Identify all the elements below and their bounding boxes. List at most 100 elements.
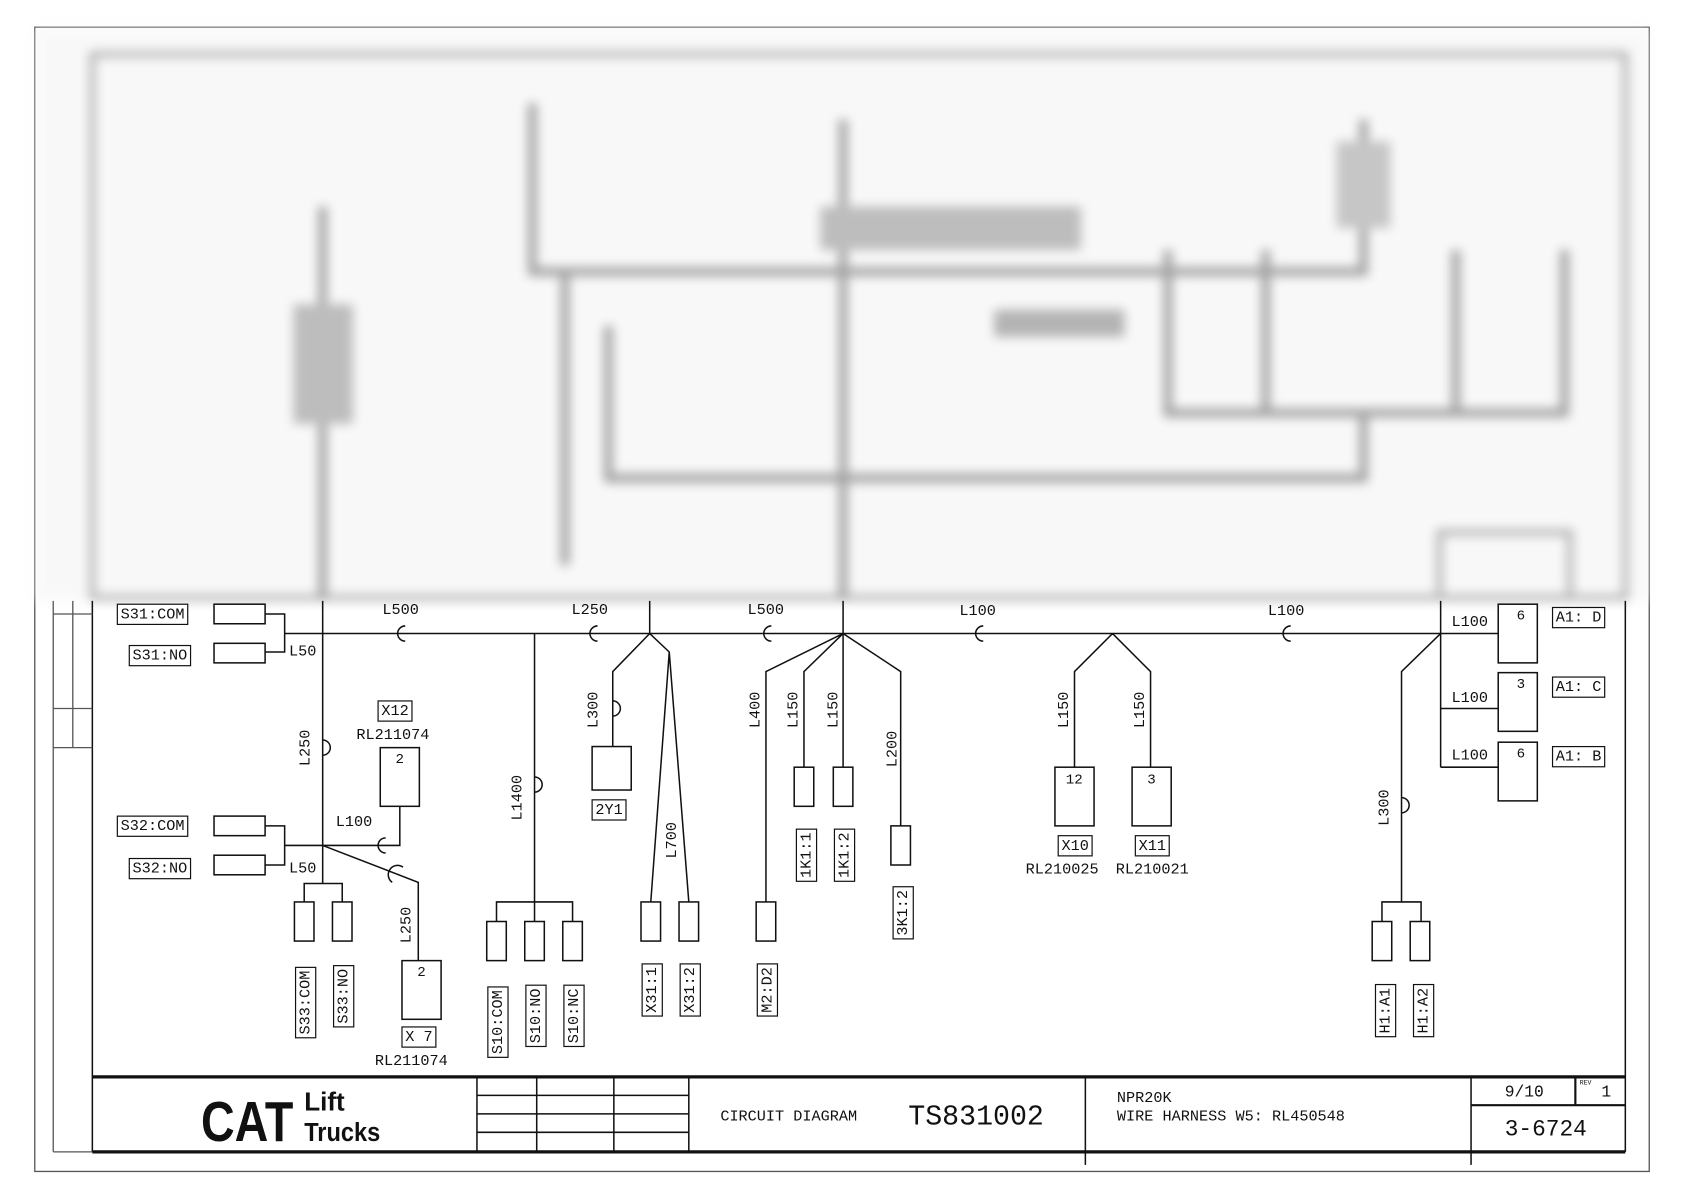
wire-labels: L500 L250 L500 L100 L100 L50 L50 L100 L1… [289, 601, 1488, 943]
label-box [563, 984, 585, 1048]
wire-label: L100 [336, 813, 372, 831]
label-box [401, 1026, 437, 1048]
wire-loop-icon [1401, 796, 1410, 814]
label-x12-part: RL211074 [356, 726, 429, 744]
label-box [332, 965, 355, 1028]
label-x10-part: RL210025 [1026, 861, 1099, 879]
label-x7-part: RL211074 [375, 1052, 448, 1070]
pin-numbers: 2 2 12 3 6 3 6 [395, 608, 1525, 980]
wire-label: L300 [1375, 789, 1393, 826]
pin-x10: 12 [1066, 772, 1083, 788]
wire-loop-icon [534, 776, 543, 793]
wire-label: L50 [289, 860, 316, 878]
label-box [128, 644, 192, 667]
connector-s10-no [523, 920, 546, 962]
connector-labels: S31:COM S31:NO S32:COM S32:NO X12 RL2110… [116, 603, 1606, 1070]
label-box [1551, 606, 1606, 629]
title-block: CAT Lift Trucks CIRCUIT DIAGRAM TS831002… [92, 1075, 1626, 1165]
label-s32-com: S32:COM [121, 817, 185, 835]
wire-label: L200 [883, 731, 901, 768]
wire-loop-icon [387, 864, 404, 884]
cat-lift-trucks-logo: CAT Lift Trucks [201, 1087, 380, 1153]
label-box [1551, 676, 1606, 698]
label-m2-d2: M2:D2 [758, 967, 776, 1013]
blurred-upper-diagram [34, 27, 1650, 601]
logo-line-1: Lift [304, 1087, 345, 1117]
wire-loop-icon [322, 739, 331, 757]
wire-label: L50 [289, 642, 316, 660]
wire-loop-icon [396, 625, 406, 642]
label-box [1134, 835, 1170, 857]
label-x11: X11 [1139, 837, 1166, 855]
label-a1-b: A1: B [1556, 748, 1602, 766]
connector-x31-1 [640, 901, 662, 942]
label-box [591, 799, 627, 821]
label-s31-no: S31:NO [133, 647, 188, 665]
wire-label: L100 [1451, 689, 1487, 707]
harness-description: WIRE HARNESS W5: RL450548 [1117, 1107, 1345, 1125]
wire-loop-icon [589, 625, 598, 642]
label-box [377, 700, 413, 722]
label-box [679, 963, 701, 1017]
wire-label: L100 [1268, 602, 1304, 620]
connector-s31-no [213, 642, 266, 664]
wire-label: L250 [297, 730, 315, 767]
label-x7: X 7 [405, 1028, 432, 1046]
label-s10-nc: S10:NC [565, 988, 583, 1043]
label-box [1057, 835, 1093, 857]
connector-x11 [1131, 766, 1172, 827]
label-box [1551, 745, 1606, 768]
wire-loops [322, 625, 1410, 884]
connector-s10-nc [562, 920, 584, 962]
label-s33-no: S33:NO [335, 969, 353, 1024]
connector-3k1-2 [890, 825, 912, 866]
label-box [833, 828, 856, 882]
label-s31-com: S31:COM [121, 605, 185, 623]
connector-s10-com [485, 920, 508, 962]
pin-x11: 3 [1147, 772, 1155, 788]
wire-label: L400 [746, 692, 764, 729]
document-number: TS831002 [908, 1102, 1044, 1134]
connector-x31-2 [678, 901, 700, 942]
connector-h1-a2 [1409, 920, 1431, 962]
label-s33-com: S33:COM [297, 971, 315, 1035]
document-type: CIRCUIT DIAGRAM [720, 1107, 857, 1125]
label-a1-c: A1: C [1556, 678, 1602, 696]
connector-s31-com [213, 603, 266, 625]
wire-label: L250 [571, 601, 607, 619]
connector-2y1 [591, 745, 632, 791]
label-box [756, 963, 779, 1017]
label-h1-a1: H1:A1 [1377, 988, 1395, 1034]
wire-label: L150 [1055, 692, 1073, 729]
wiring [265, 600, 1499, 961]
label-box [892, 886, 914, 940]
label-h1-a2: H1:A2 [1415, 988, 1433, 1034]
connector-1k1-1 [793, 766, 815, 808]
label-x31-2: X31:2 [681, 967, 699, 1013]
wire-loop-icon [974, 625, 984, 642]
wire-loop-icon [377, 837, 386, 854]
connector-a1-c [1497, 671, 1539, 733]
label-s10-no: S10:NO [527, 988, 545, 1043]
label-box [487, 986, 509, 1058]
label-box [128, 857, 192, 880]
pin-a1-c: 3 [1517, 677, 1525, 693]
wire-loop-icon [763, 625, 772, 642]
connector-1k1-2 [832, 766, 854, 808]
connector-a1-b [1497, 741, 1539, 802]
wire-label: L150 [784, 692, 802, 729]
wire-label: L100 [959, 602, 995, 620]
wire-label: L150 [1131, 692, 1149, 729]
wire-label: L300 [585, 692, 603, 729]
label-box [116, 603, 189, 626]
connector-h1-a1 [1371, 920, 1393, 962]
label-box [795, 828, 818, 882]
label-2y1: 2Y1 [595, 801, 622, 819]
connector-s32-com [213, 815, 266, 837]
connector-s33-com [293, 901, 315, 942]
sheet-number: 9/10 [1505, 1082, 1544, 1101]
label-1k1-2: 1K1:2 [836, 832, 854, 878]
wire-label: L500 [747, 601, 783, 619]
label-x12: X12 [381, 702, 408, 720]
